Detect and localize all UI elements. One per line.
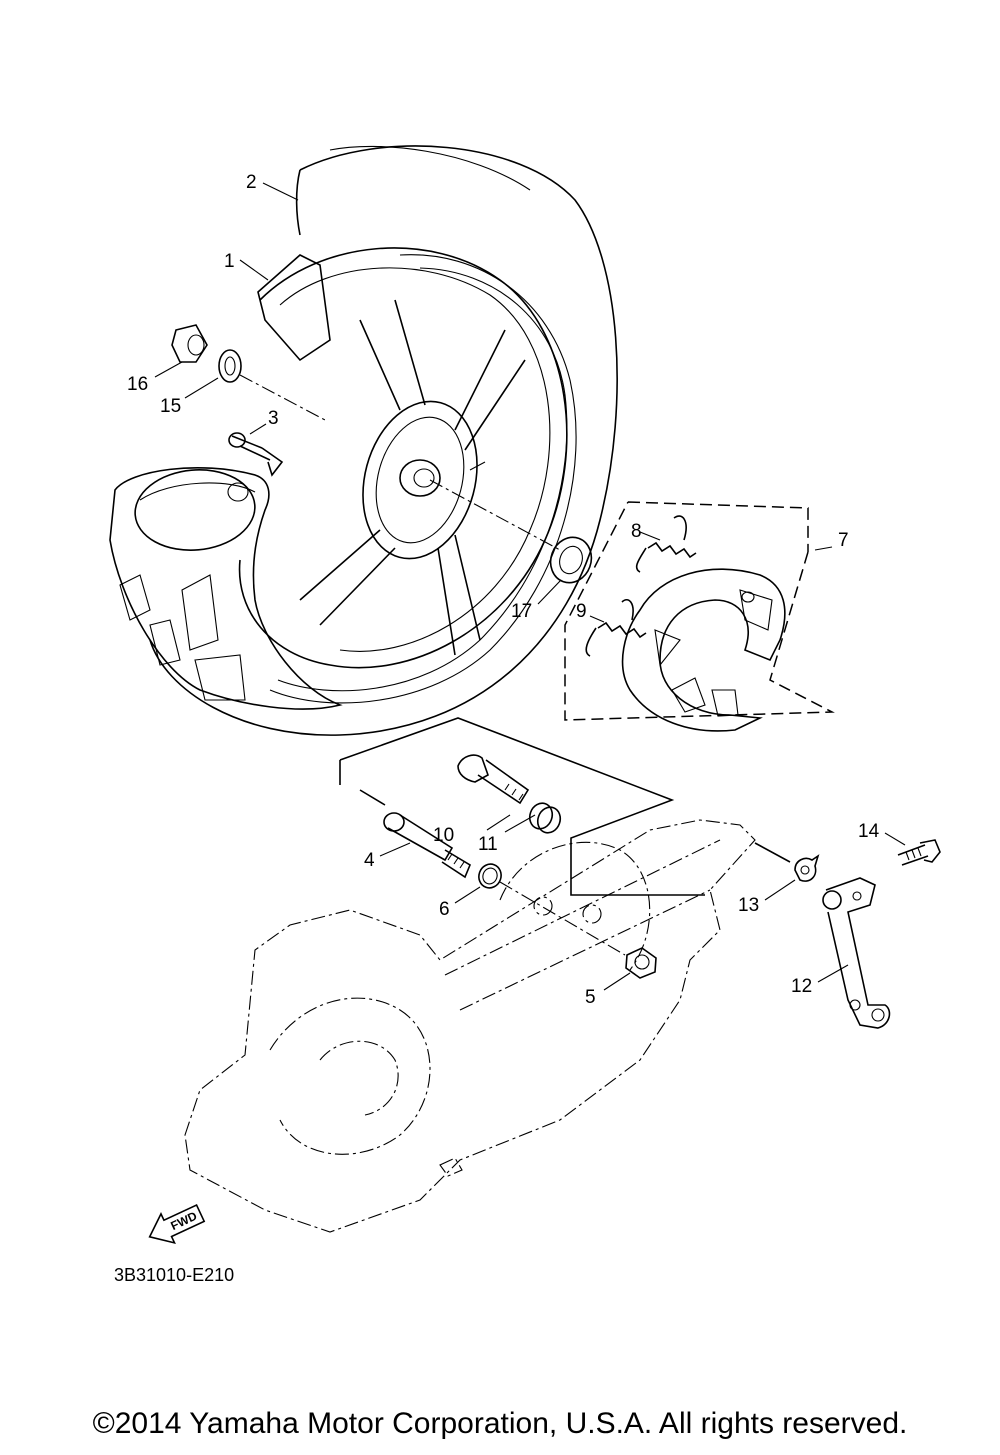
callout-6: 6 [439,899,450,920]
callout-7: 7 [838,530,849,551]
washer-part-13 [794,854,820,882]
lever-leader-line [754,842,791,863]
callout-15: 15 [160,396,181,417]
nut-part-5 [625,947,657,979]
axle-centerline [239,374,326,421]
brake-lever-part-12 [822,877,891,1029]
o-ring-part-11 [528,802,562,834]
figure-code: 3B31010-E210 [114,1265,234,1285]
bolt-part-14 [897,839,941,866]
callout-8: 8 [631,521,642,542]
fwd-arrow: FWD [148,1203,206,1245]
camshaft-centerline [499,881,626,956]
callout-13: 13 [738,895,759,916]
callout-11: 11 [478,834,498,855]
cam-shaft-part-10 [457,754,530,805]
callout-16: 16 [127,374,148,395]
callout-2: 2 [246,172,257,193]
leader-lines [154,182,906,991]
callout-12: 12 [791,976,812,997]
callout-5: 5 [585,987,596,1008]
crankcase-phantom [184,819,756,1233]
camshaft-group-boundary-lower [339,760,386,806]
callout-4: 4 [364,850,375,871]
bolt-part-3 [228,432,284,477]
brake-shoe-kit-boundary [564,501,835,721]
callout-14: 14 [858,821,880,842]
rear-wheel-assembly [109,145,618,736]
fwd-label: FWD [168,1209,199,1233]
brake-shoe-set [564,501,835,732]
nut-part-16 [171,324,208,363]
callout-10: 10 [433,825,454,846]
o-ring-part-6 [478,863,502,889]
shaft-part-4 [383,812,472,879]
copyright-notice: ©2014 Yamaha Motor Corporation, U.S.A. A… [92,1407,908,1440]
part-callouts: 1 2 3 4 5 6 7 8 9 10 11 12 13 14 15 16 1… [127,172,880,1008]
fwd-arrow-icon [148,1203,206,1245]
callout-1: 1 [224,251,235,272]
oil-seal-part-17 [549,536,593,584]
washer-part-15 [218,349,242,383]
callout-9: 9 [576,601,587,622]
camshaft-group-boundary [339,717,705,896]
callout-17: 17 [511,601,532,622]
callout-3: 3 [268,408,279,429]
